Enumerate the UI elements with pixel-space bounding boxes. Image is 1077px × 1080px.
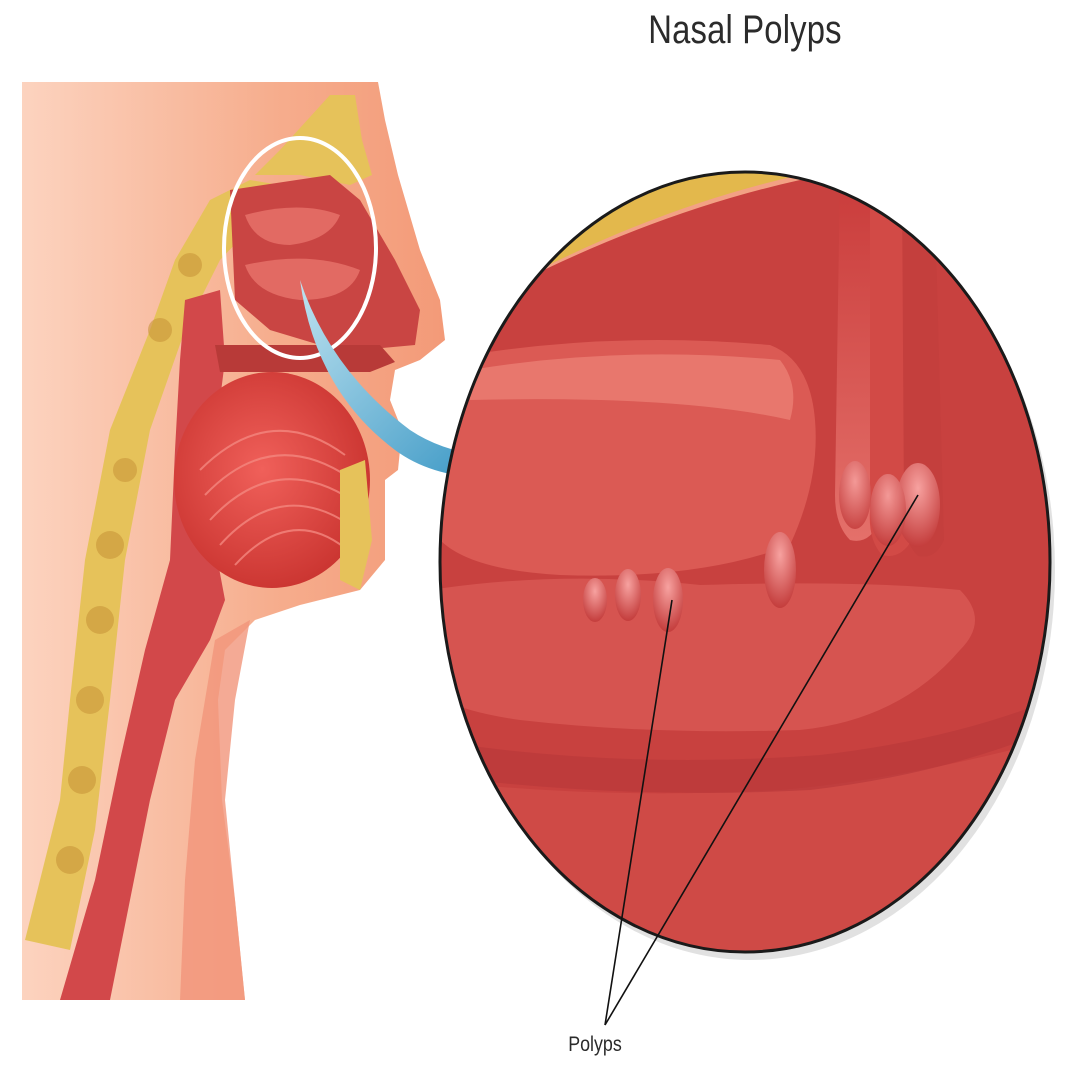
polyps-label: Polyps	[548, 1033, 642, 1057]
diagram-title: Nasal Polyps	[626, 8, 864, 53]
magnified-view	[430, 131, 1070, 1025]
polyp-cluster	[835, 174, 944, 556]
